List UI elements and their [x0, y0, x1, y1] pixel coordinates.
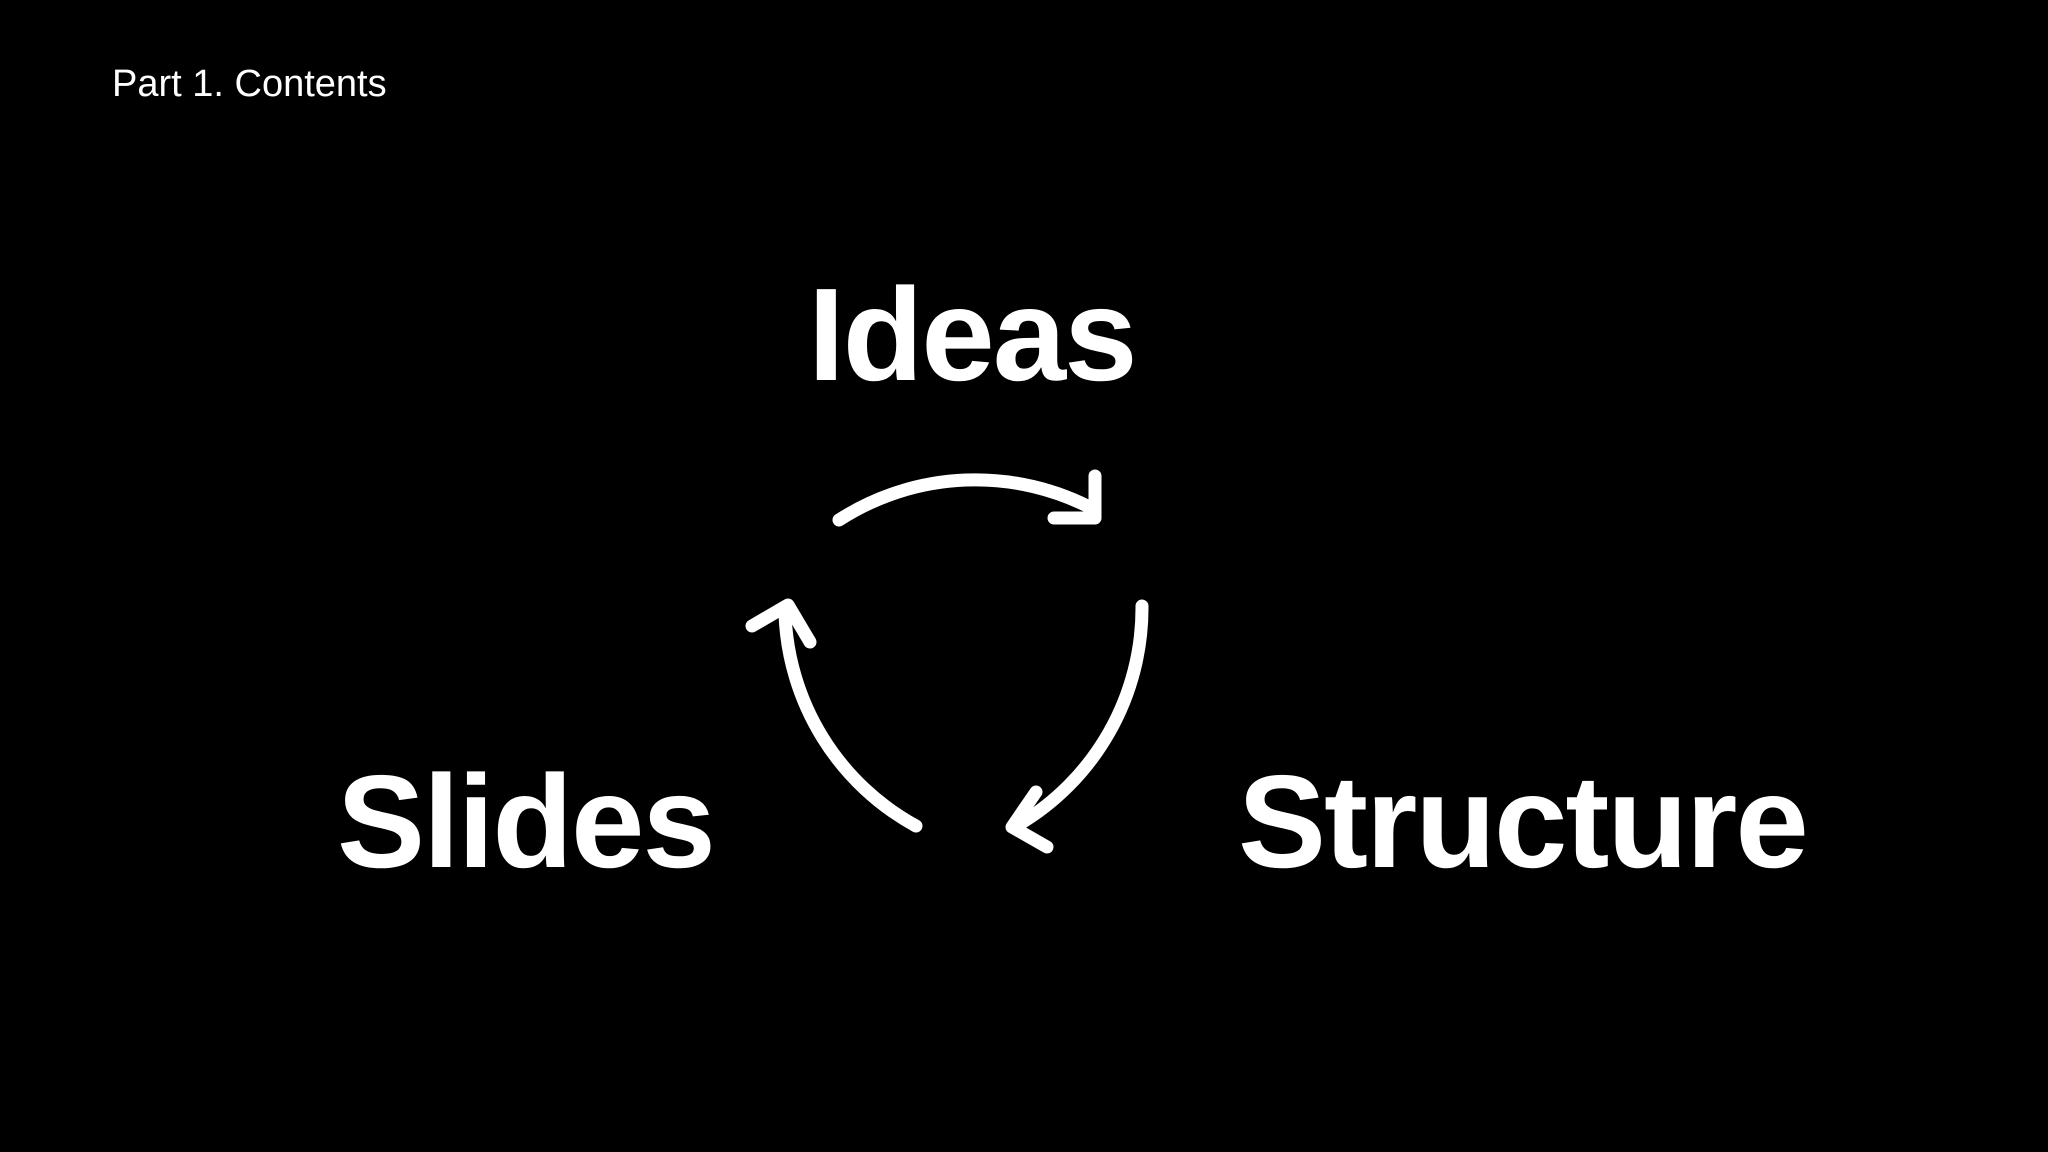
arrowhead-ideas-to-structure — [1047, 469, 1102, 525]
arc-slides-to-ideas — [778, 607, 923, 833]
arrow-ideas-to-structure — [832, 469, 1102, 527]
section-label: Part 1. Contents — [112, 63, 387, 105]
node-ideas: Ideas — [808, 261, 1138, 408]
arrow-structure-to-slides — [1005, 599, 1149, 854]
node-slides: Slides — [337, 748, 716, 895]
arrowhead-structure-to-slides — [1005, 785, 1054, 854]
arc-structure-to-slides — [1011, 599, 1149, 832]
node-structure: Structure — [1238, 748, 1809, 895]
arc-ideas-to-structure — [832, 473, 1102, 527]
arrow-slides-to-ideas — [745, 598, 923, 833]
arrowhead-slides-to-ideas — [745, 598, 817, 649]
